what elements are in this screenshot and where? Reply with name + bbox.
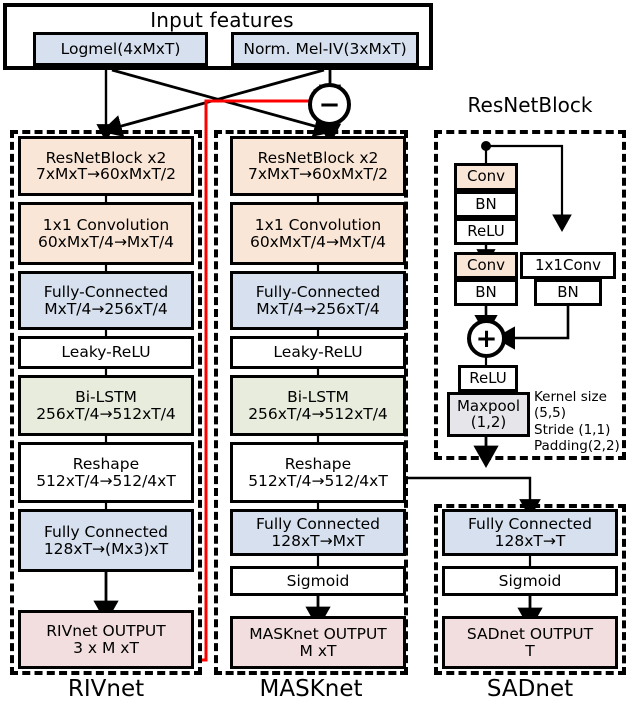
masknet-block-reshape[interactable]: Reshape 512xT/4→512/4xT — [230, 442, 406, 503]
resnetblock-maxpool[interactable]: Maxpool (1,2) — [447, 392, 530, 437]
input-block-logmel[interactable]: Logmel(4xMxT) — [33, 32, 208, 66]
group-sadnet — [434, 504, 626, 675]
resnetblock-bn-2[interactable]: BN — [454, 279, 518, 306]
sadnet-block-fully-connected[interactable]: Fully Connected 128xT→T — [442, 509, 618, 556]
masknet-block-conv1x1[interactable]: 1x1 Convolution 60xMxT/4→MxT/4 — [230, 202, 406, 265]
rivnet-block-fully-connected-1[interactable]: Fully-Connected MxT/4→256xT/4 — [18, 271, 194, 330]
resnetblock-relu-2[interactable]: ReLU — [458, 365, 518, 392]
rivnet-block-fully-connected-2[interactable]: Fully Connected 128xT→(Mx3)xT — [18, 509, 194, 572]
resnetblock-detail-title: ResNetBlock — [467, 93, 593, 117]
masknet-block-output[interactable]: MASKnet OUTPUT M xT — [230, 616, 406, 669]
rivnet-block-bilstm[interactable]: Bi-LSTM 256xT/4→512xT/4 — [18, 375, 194, 436]
masknet-block-sigmoid[interactable]: Sigmoid — [230, 566, 406, 596]
rivnet-block-output[interactable]: RIVnet OUTPUT 3 x M xT — [18, 610, 194, 669]
rivnet-block-resnetblock[interactable]: ResNetBlock x2 7xMxT→60xMxT/2 — [18, 136, 194, 196]
group-label-masknet: MASKnet — [259, 676, 363, 702]
masknet-block-fully-connected-1[interactable]: Fully-Connected MxT/4→256xT/4 — [230, 271, 406, 330]
resnetblock-conv-1[interactable]: Conv — [454, 163, 518, 191]
minus-icon: − — [318, 89, 341, 120]
masknet-block-fully-connected-2[interactable]: Fully Connected 128xT→MxT — [230, 509, 406, 556]
rivnet-block-leaky-relu[interactable]: Leaky-ReLU — [18, 336, 194, 369]
plus-icon: + — [475, 323, 498, 354]
sadnet-block-sigmoid[interactable]: Sigmoid — [442, 566, 618, 596]
resnetblock-conv-2[interactable]: Conv — [454, 252, 518, 279]
rivnet-block-reshape[interactable]: Reshape 512xT/4→512/4xT — [18, 442, 194, 503]
group-resnetblock-detail — [434, 130, 626, 460]
resnetblock-params-text: Kernel size (5,5) Stride (1,1) Padding(2… — [534, 389, 620, 455]
resnetblock-conv1x1-skip[interactable]: 1x1Conv — [520, 252, 616, 279]
group-label-rivnet: RIVnet — [67, 676, 145, 702]
input-block-norm-mel-iv[interactable]: Norm. Mel-IV(3xMxT) — [231, 32, 419, 66]
masknet-block-resnetblock[interactable]: ResNetBlock x2 7xMxT→60xMxT/2 — [230, 136, 406, 196]
group-label-sadnet: SADnet — [486, 676, 574, 702]
subtract-node[interactable]: − — [308, 83, 351, 126]
resnetblock-bn-1[interactable]: BN — [454, 191, 518, 218]
input-features-panel: Input features Logmel(4xMxT) Norm. Mel-I… — [3, 3, 433, 70]
masknet-block-bilstm[interactable]: Bi-LSTM 256xT/4→512xT/4 — [230, 375, 406, 436]
masknet-block-leaky-relu[interactable]: Leaky-ReLU — [230, 336, 406, 369]
resnetblock-bn-skip[interactable]: BN — [534, 279, 602, 306]
resnetblock-relu-1[interactable]: ReLU — [454, 218, 518, 245]
sadnet-block-output[interactable]: SADnet OUTPUT T — [442, 616, 618, 669]
group-rivnet — [10, 130, 202, 675]
rivnet-block-conv1x1[interactable]: 1x1 Convolution 60xMxT/4→MxT/4 — [18, 202, 194, 265]
input-features-title: Input features — [150, 8, 294, 32]
group-masknet — [214, 130, 408, 675]
add-node[interactable]: + — [467, 319, 506, 358]
